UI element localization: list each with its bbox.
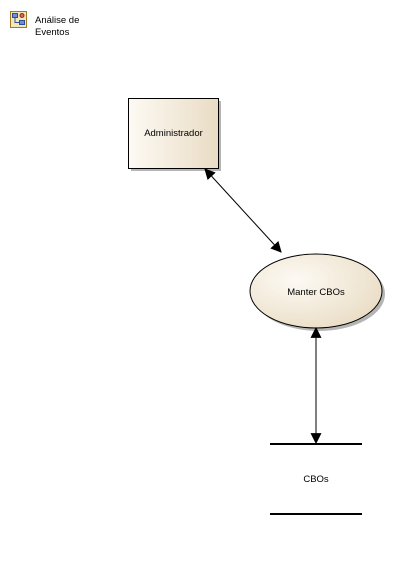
diagram-title-line2: Eventos — [35, 27, 70, 38]
diagram-icon — [10, 11, 27, 28]
process-manter-cbos[interactable]: Manter CBOs — [249, 253, 385, 331]
process-label: Manter CBOs — [287, 287, 345, 298]
entity-box — [128, 98, 219, 169]
diagram-title-line1: Análise de — [35, 15, 80, 26]
diagram-title: Análise de Eventos — [35, 15, 115, 39]
datastore-label: CBOs — [303, 474, 329, 485]
datastore-cbos[interactable]: CBOs — [270, 443, 362, 515]
flow-administrador-manter-cbos[interactable] — [204, 168, 282, 253]
entity-label: Administrador — [144, 128, 203, 139]
external-entity-administrador[interactable]: Administrador — [128, 98, 222, 172]
